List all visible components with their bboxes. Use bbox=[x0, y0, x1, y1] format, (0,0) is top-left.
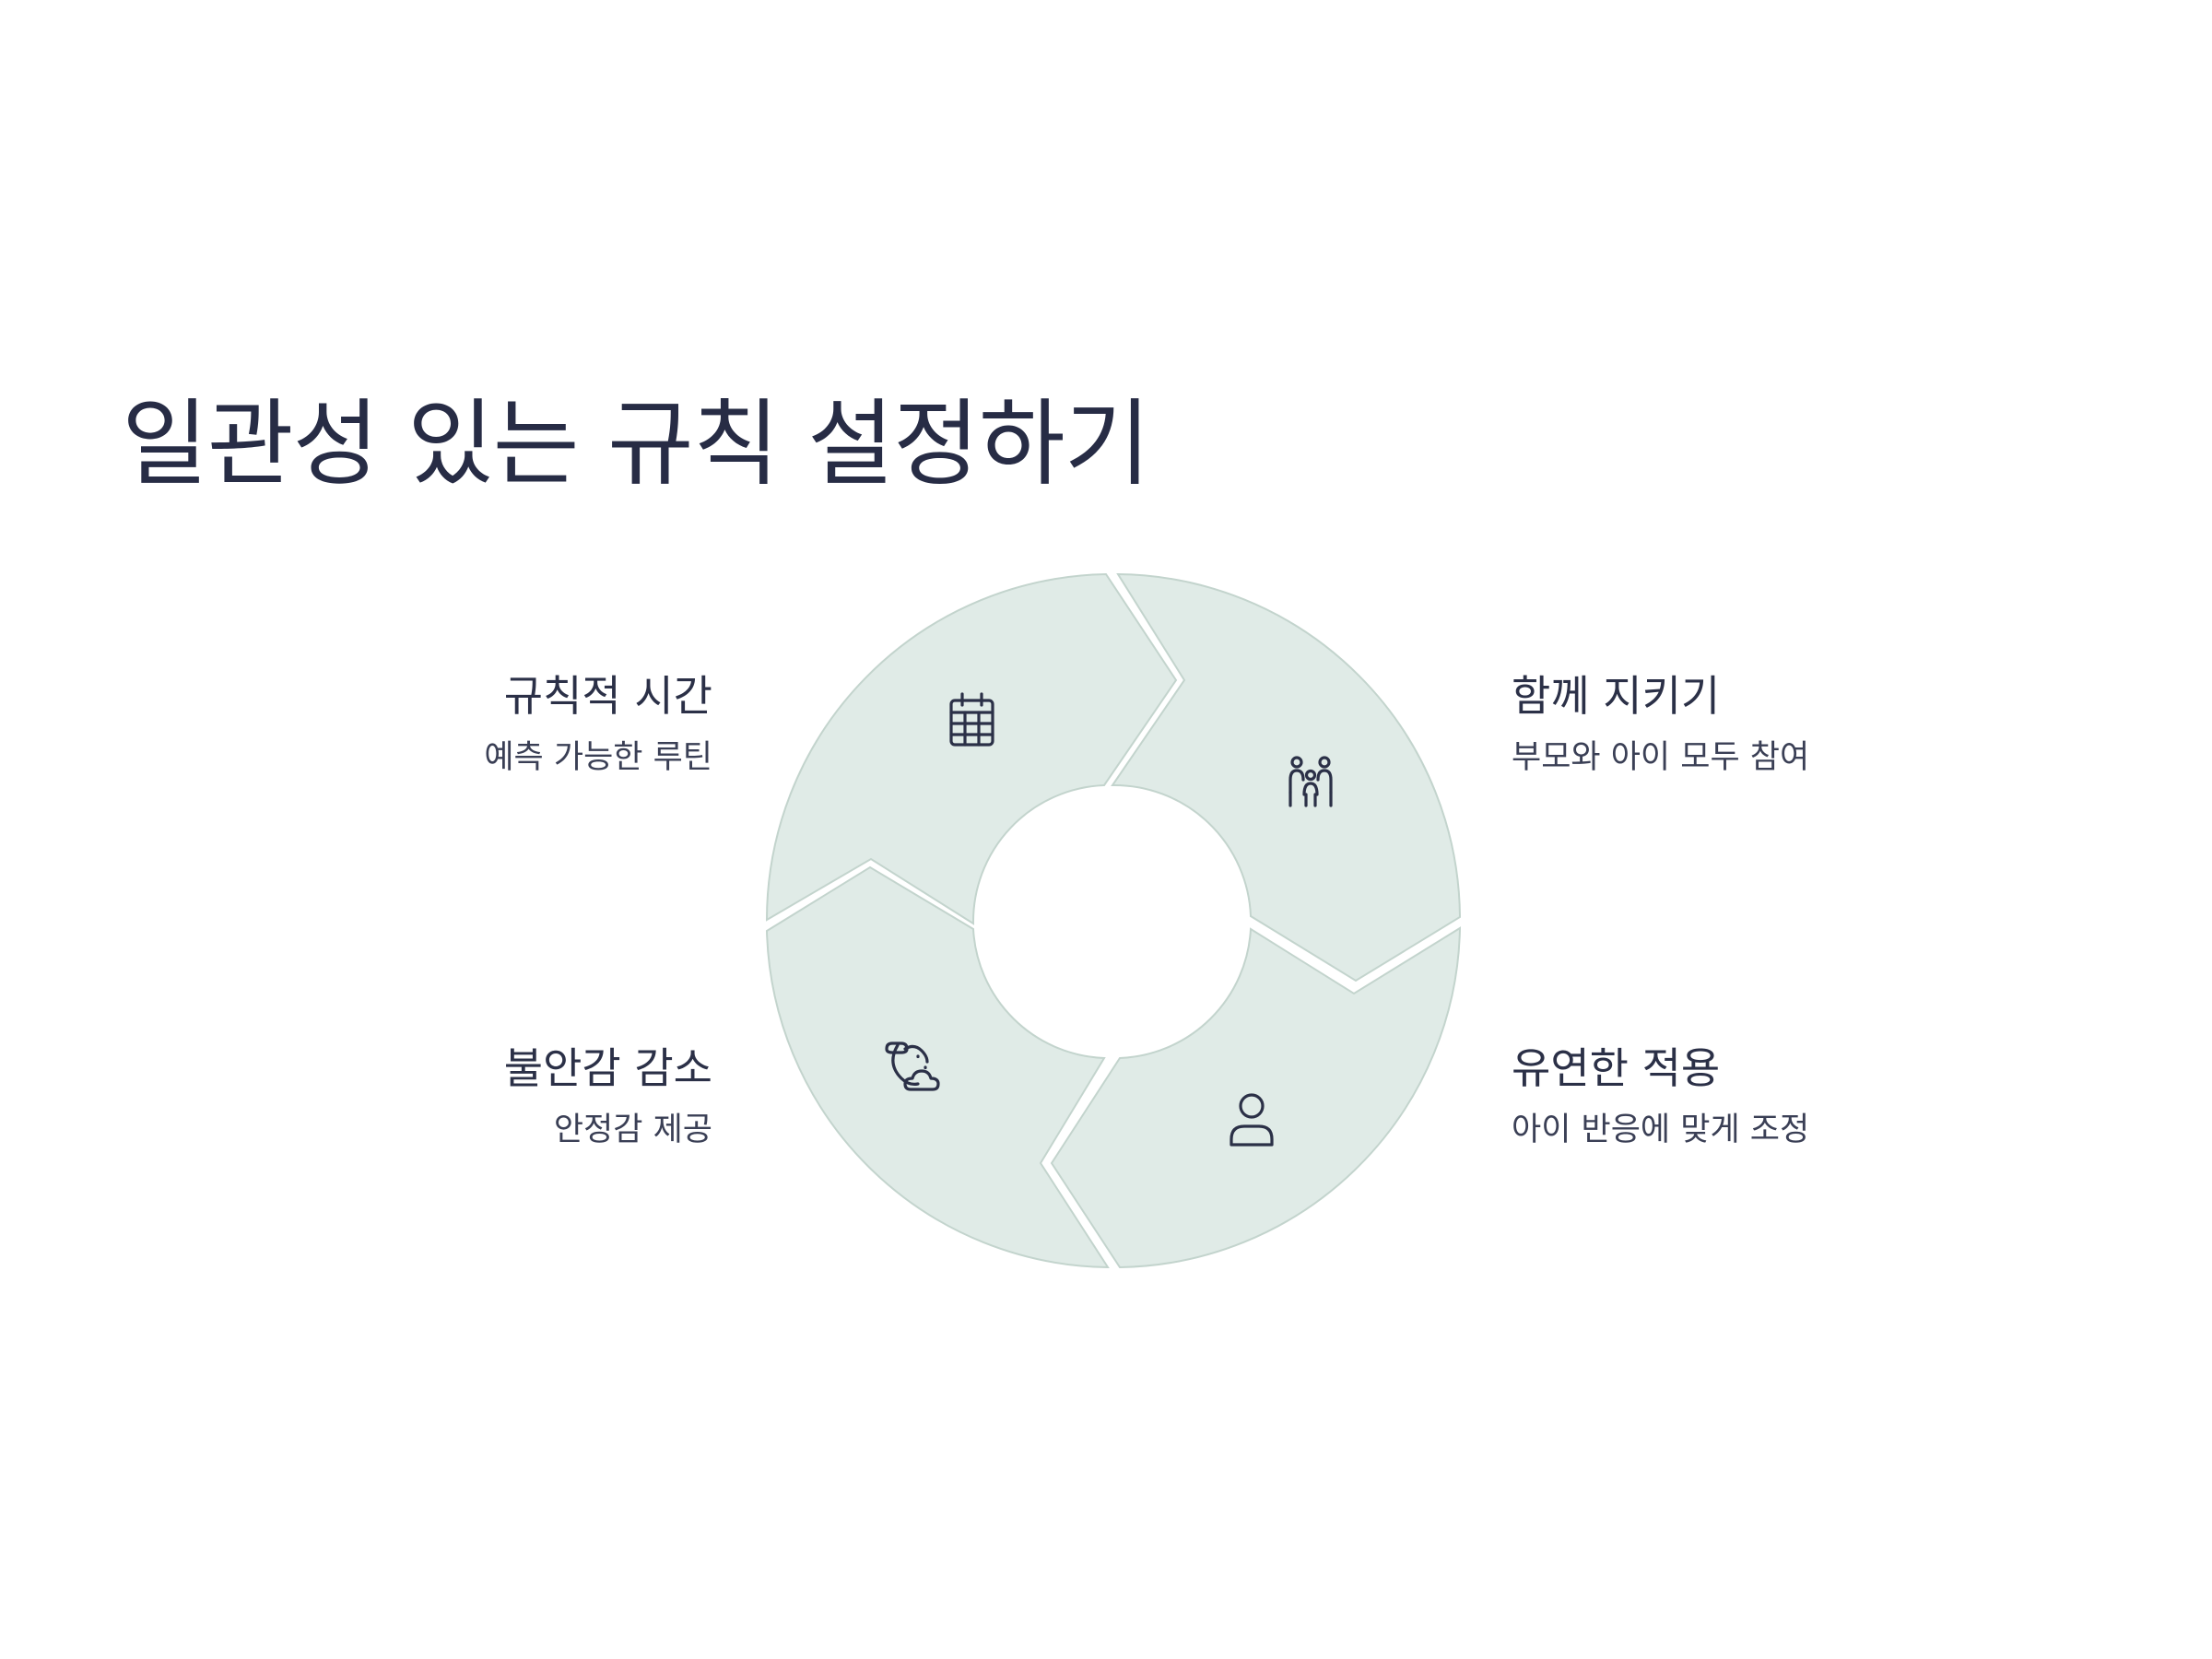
calendar-icon bbox=[949, 692, 994, 747]
label-regular-time: 규칙적 시간 예측 가능한 루틴 bbox=[196, 671, 712, 777]
label-subtitle: 안정감 제공 bbox=[553, 1112, 712, 1149]
page-title: 일관성 있는 규칙 설정하기 bbox=[122, 390, 1151, 500]
label-subtitle: 아이 반응에 맞게 조정 bbox=[1512, 1112, 1810, 1149]
label-subtitle: 부모와 아이 모두 참여 bbox=[1512, 739, 1810, 777]
label-title: 규칙적 시간 bbox=[503, 671, 712, 721]
label-title: 유연한 적용 bbox=[1512, 1043, 1721, 1093]
label-title: 함께 지키기 bbox=[1512, 671, 1721, 721]
person-icon bbox=[1230, 1093, 1274, 1147]
family-icon bbox=[1288, 756, 1333, 807]
night-weather-icon bbox=[885, 1041, 940, 1091]
label-reduce-anxiety: 불안감 감소 안정감 제공 bbox=[196, 1043, 712, 1149]
label-flexible-application: 유연한 적용 아이 반응에 맞게 조정 bbox=[1512, 1043, 2028, 1149]
label-keep-together: 함께 지키기 부모와 아이 모두 참여 bbox=[1512, 671, 2028, 777]
segment-keep-together[interactable] bbox=[1111, 572, 1462, 982]
label-subtitle: 예측 가능한 루틴 bbox=[484, 739, 712, 777]
label-title: 불안감 감소 bbox=[503, 1043, 712, 1093]
segment-reduce-anxiety[interactable] bbox=[765, 865, 1110, 1269]
segment-regular-time[interactable] bbox=[765, 572, 1178, 925]
segment-flexible-application[interactable] bbox=[1050, 926, 1462, 1269]
